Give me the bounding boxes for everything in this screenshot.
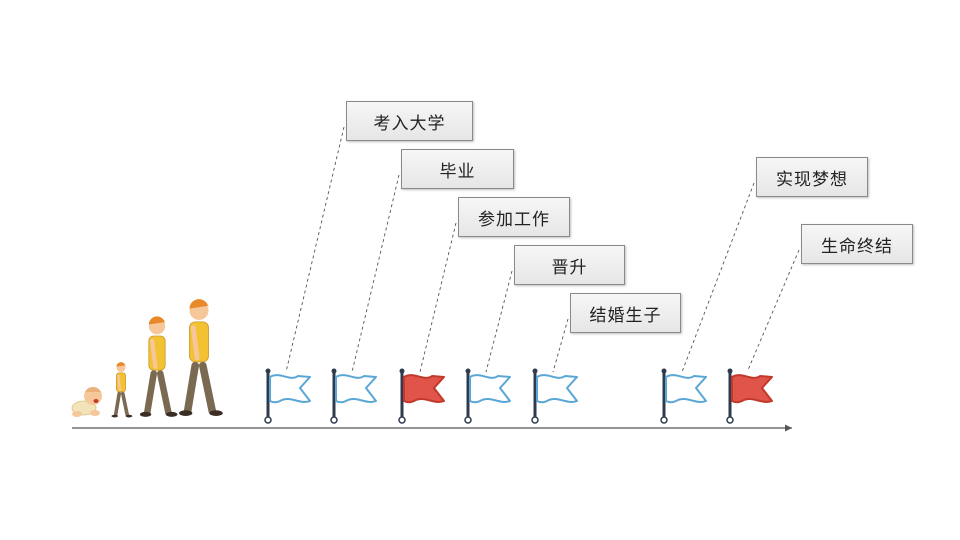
milestone-label-3: 参加工作 xyxy=(458,197,570,237)
flag-7-icon xyxy=(726,368,773,424)
adult-figure xyxy=(179,299,223,416)
flag-4-icon xyxy=(464,368,511,424)
flag-2-icon xyxy=(330,368,377,424)
milestone-label-2: 毕业 xyxy=(401,149,514,189)
connector-7 xyxy=(747,249,800,371)
connector-1 xyxy=(285,126,345,373)
teen-figure xyxy=(139,316,178,417)
flag-3-icon xyxy=(398,368,445,424)
connector-6 xyxy=(681,182,755,373)
connector-5 xyxy=(552,318,569,373)
connectors xyxy=(285,126,800,373)
connector-3 xyxy=(419,222,457,373)
growth-figures xyxy=(71,299,223,418)
baby-figure xyxy=(71,387,102,417)
milestone-label-7: 生命终结 xyxy=(801,224,913,264)
flag-6-icon xyxy=(660,368,707,424)
toddler-figure xyxy=(111,362,133,418)
connector-4 xyxy=(485,270,513,373)
milestone-label-6: 实现梦想 xyxy=(756,157,868,197)
milestone-label-5: 结婚生子 xyxy=(570,293,681,333)
milestone-label-1: 考入大学 xyxy=(346,101,473,141)
flag-5-icon xyxy=(531,368,578,424)
flag-1-icon xyxy=(264,368,311,424)
milestone-label-4: 晋升 xyxy=(514,245,625,285)
connector-2 xyxy=(351,174,400,373)
flags xyxy=(264,368,773,424)
